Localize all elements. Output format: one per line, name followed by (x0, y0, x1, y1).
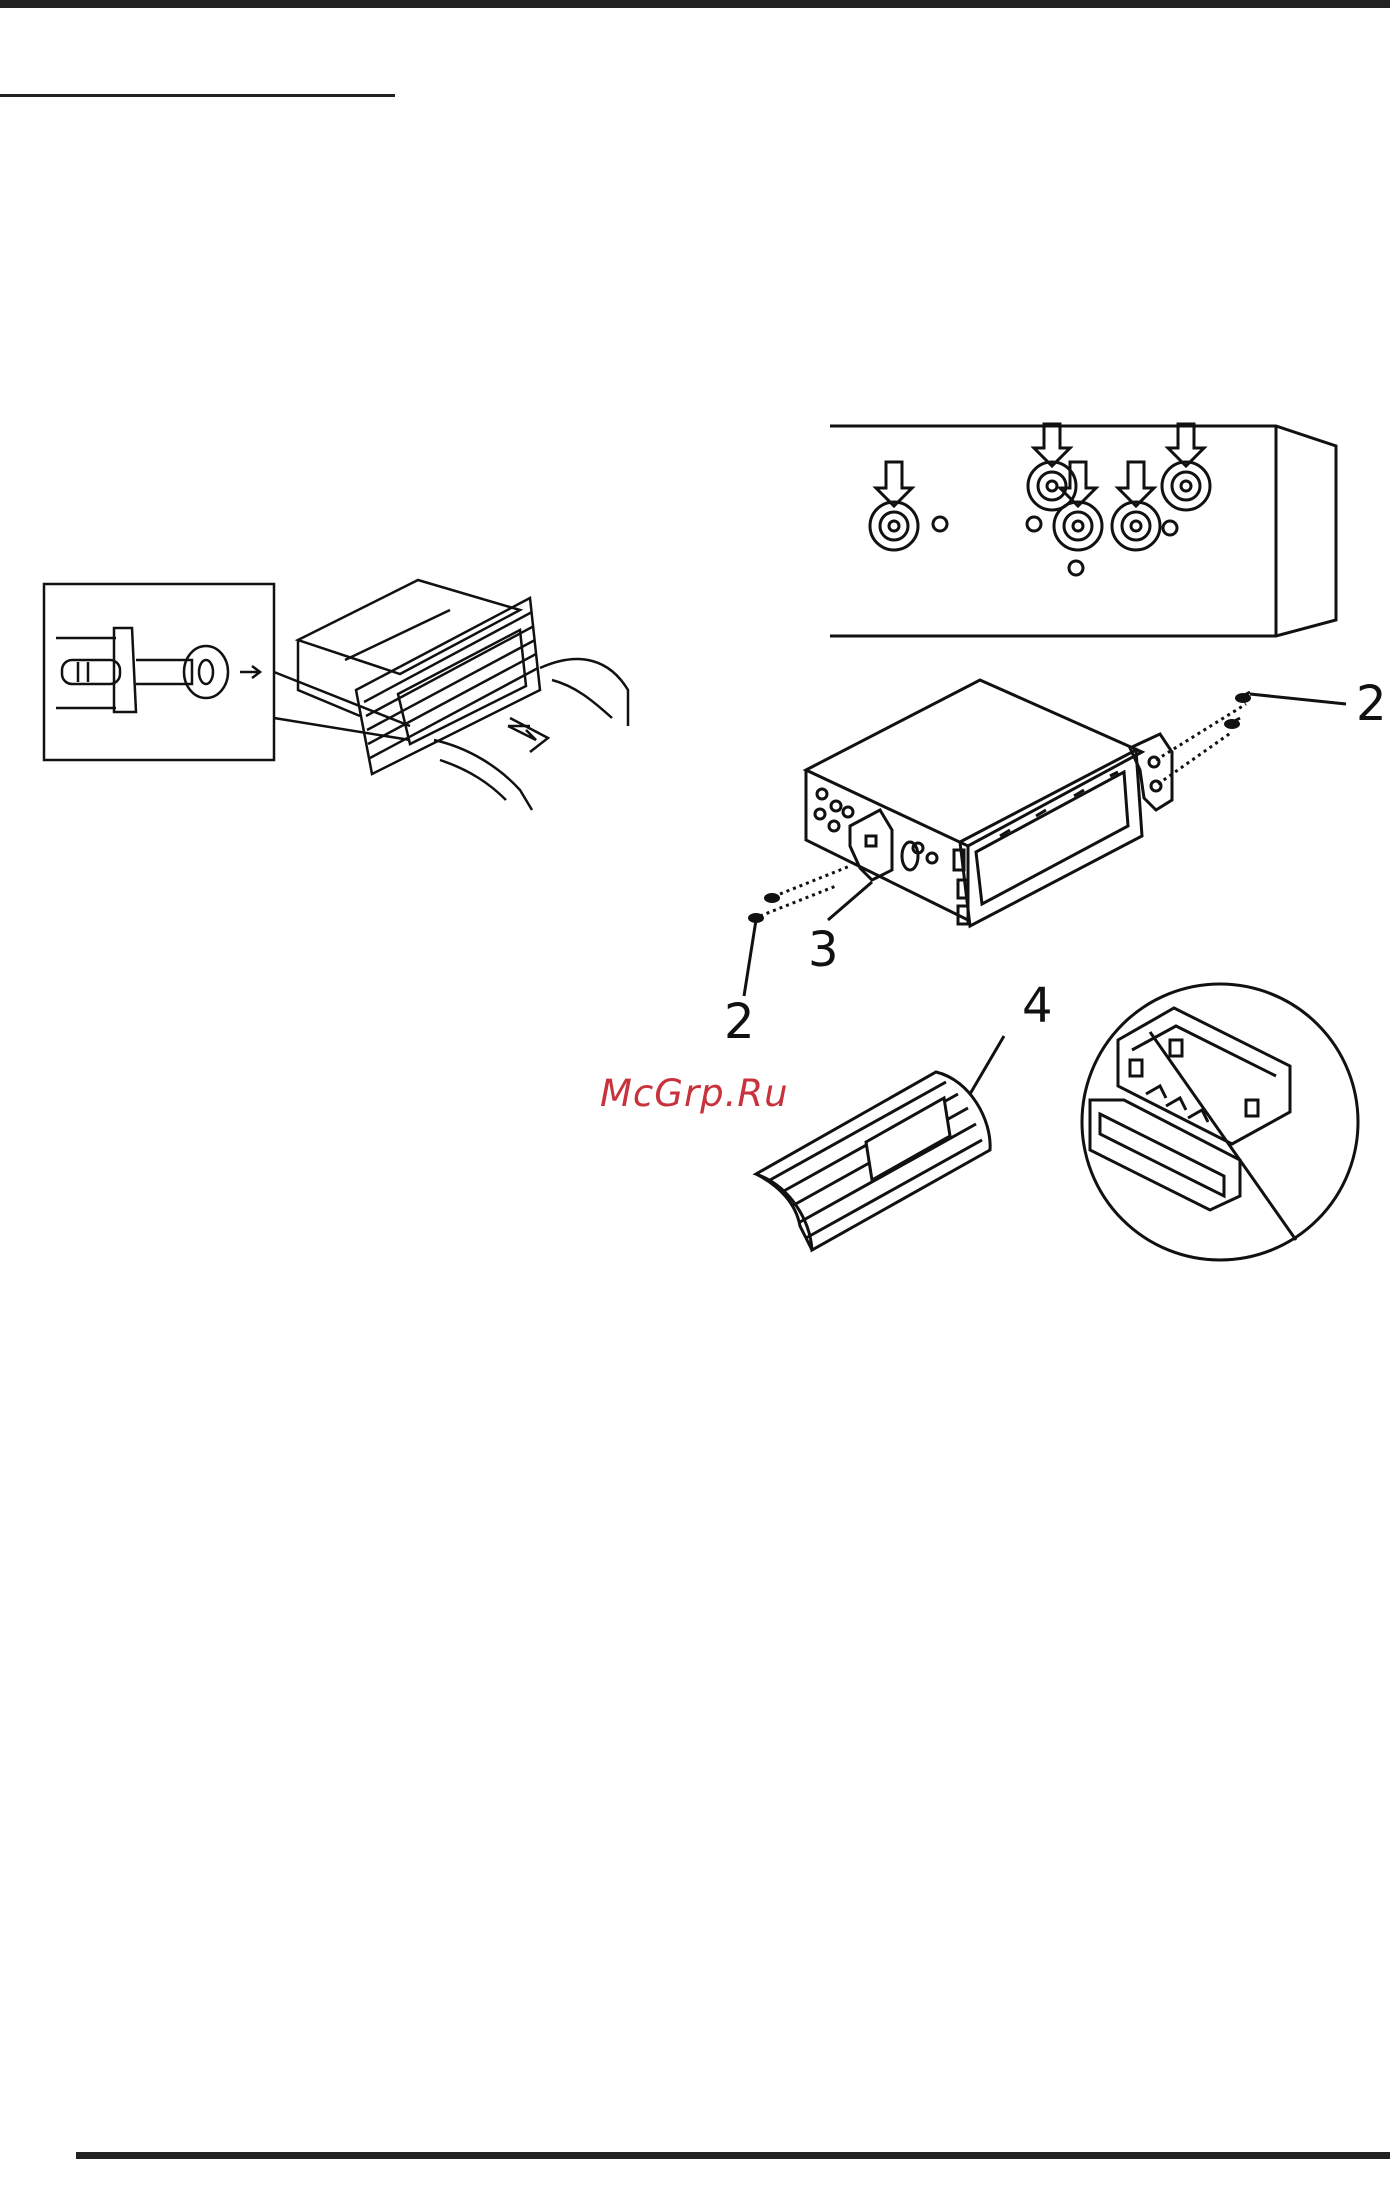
callout-screw-left: 2 (724, 994, 755, 1050)
callout-trim-frame: 4 (1022, 978, 1053, 1034)
watermark-text: McGrp.Ru (600, 1072, 789, 1115)
callout-bracket: 3 (808, 922, 839, 978)
footer-rule (76, 2152, 1390, 2159)
callout-screw-right: 2 (1356, 676, 1387, 732)
